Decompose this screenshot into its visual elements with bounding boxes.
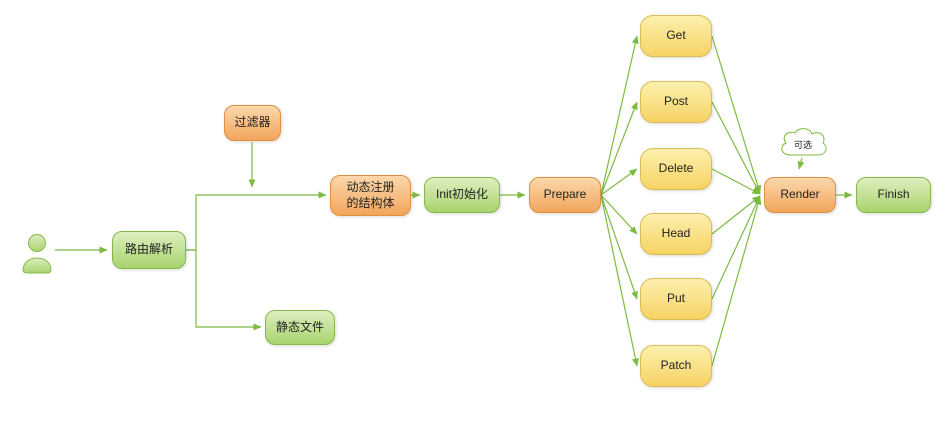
optional-cloud: [781, 128, 827, 156]
user-icon: [22, 234, 52, 274]
connector-prepare-delete: [600, 168, 638, 196]
node-render: Render: [764, 177, 836, 213]
node-head: Head: [640, 213, 712, 255]
optional-label: 可选: [793, 140, 812, 150]
connector-prepare-post: [600, 101, 638, 196]
node-patch: Patch: [640, 345, 712, 387]
node-put: Put: [640, 278, 712, 320]
node-post: Post: [640, 81, 712, 123]
connector-head-render: [711, 195, 761, 235]
connector-prepare-put: [600, 194, 638, 300]
node-init: Init初始化: [424, 177, 500, 213]
node-get: Get: [640, 15, 712, 57]
connector-route-struct: [186, 191, 327, 251]
node-delete: Delete: [640, 148, 712, 190]
node-static-files: 静态文件: [265, 310, 335, 345]
connector-put-render: [711, 195, 761, 300]
connector-post-render: [711, 101, 761, 195]
node-route-parse: 路由解析: [112, 231, 186, 269]
connector-get-render: [711, 35, 762, 194]
node-filter: 过滤器: [224, 105, 281, 141]
connector-prepare-patch: [600, 194, 639, 367]
connector-prepare-get: [600, 35, 639, 196]
node-finish: Finish: [856, 177, 931, 213]
node-dynamic-struct: 动态注册的结构体: [330, 175, 411, 216]
connector-patch-render: [711, 196, 762, 367]
connector-prepare-head: [600, 194, 638, 235]
connector-route-static: [186, 249, 262, 331]
node-prepare: Prepare: [529, 177, 601, 213]
connector-delete-render: [711, 168, 761, 195]
connector-cloud-render: [797, 157, 805, 170]
